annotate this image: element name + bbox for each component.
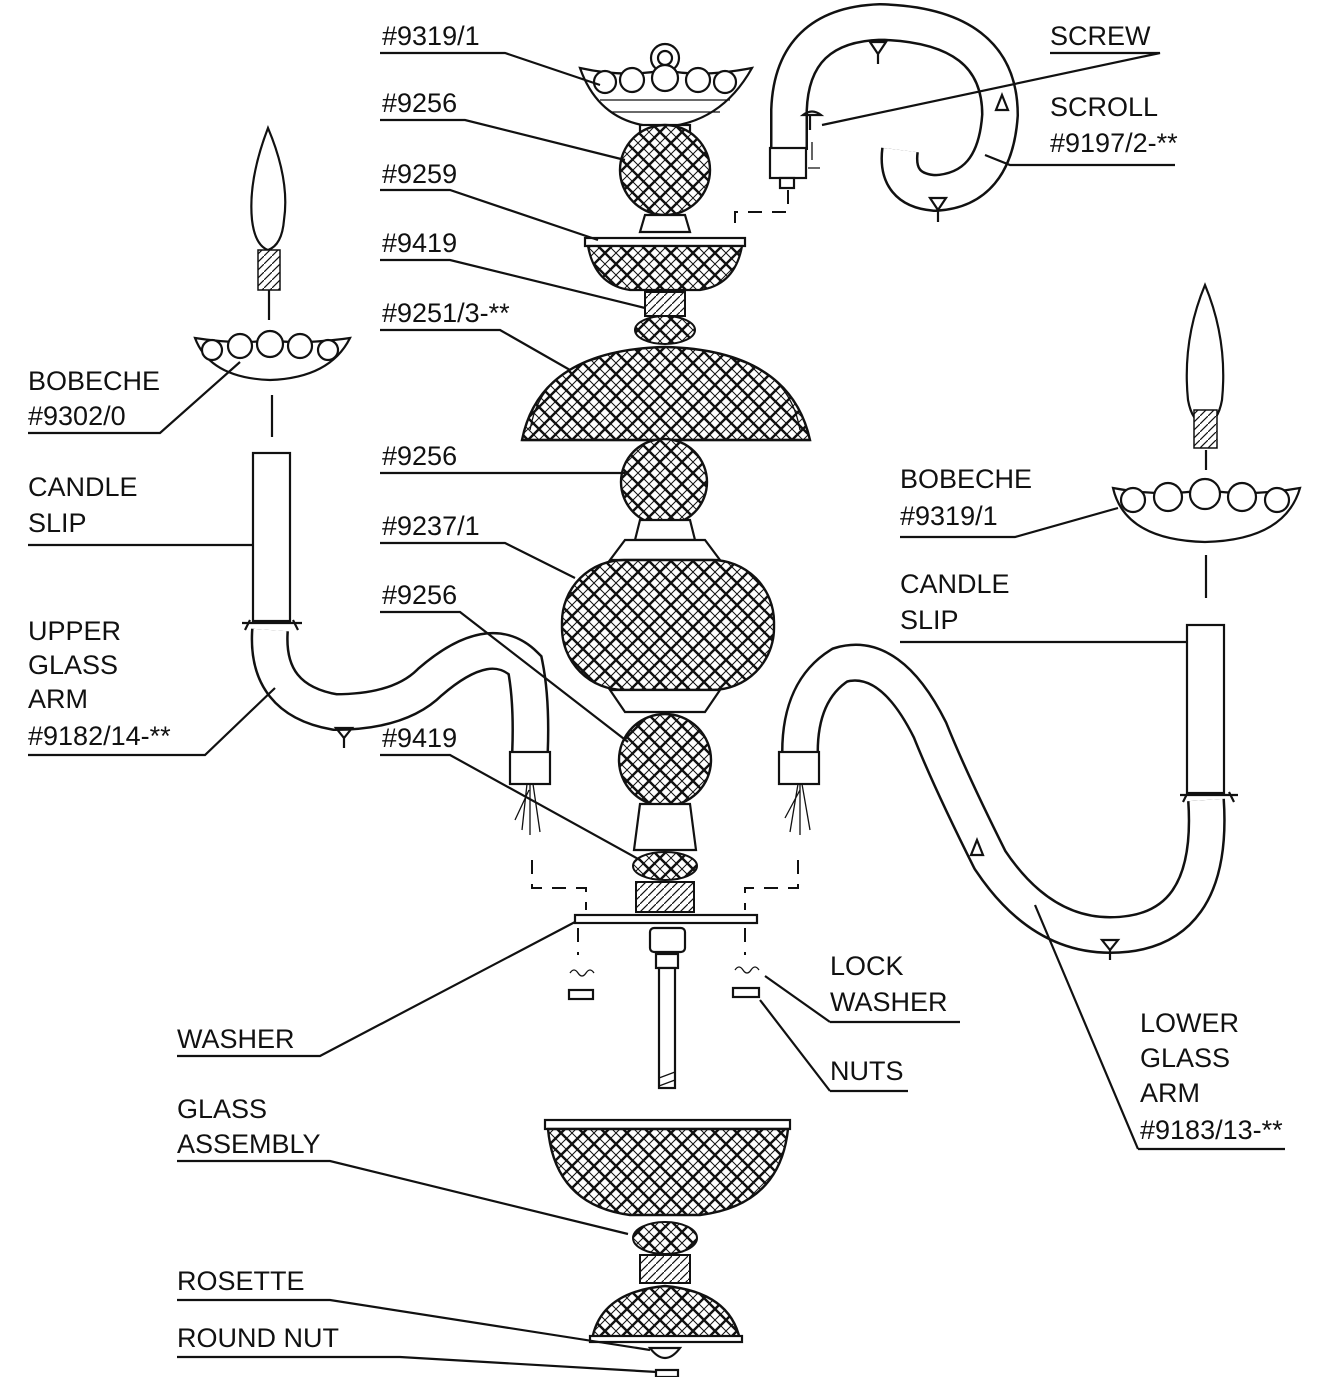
ball-9256-lower xyxy=(617,712,713,852)
label-9419-a: #9419 xyxy=(382,228,457,258)
body-9237 xyxy=(560,538,776,714)
label-bobeche-right-2: #9319/1 xyxy=(900,501,998,531)
label-candle-left-1: CANDLE xyxy=(28,472,138,502)
central-column xyxy=(520,42,812,1377)
label-upper-arm-4: #9182/14-** xyxy=(28,721,171,751)
label-bobeche-left-2: #9302/0 xyxy=(28,401,126,431)
label-lower-arm-3: ARM xyxy=(1140,1078,1200,1108)
label-bobeche-right-1: BOBECHE xyxy=(900,464,1032,494)
label-lower-arm-2: GLASS xyxy=(1140,1043,1230,1073)
label-upper-arm-2: GLASS xyxy=(28,650,118,680)
label-upper-arm-1: UPPER xyxy=(28,616,121,646)
label-candle-right-2: SLIP xyxy=(900,605,959,635)
label-washer: WASHER xyxy=(177,1024,295,1054)
ring-9419-lower xyxy=(632,851,698,913)
lock-washers-nuts xyxy=(567,966,761,1001)
label-9319-top: #9319/1 xyxy=(382,21,480,51)
label-lock-washer-2: WASHER xyxy=(830,987,948,1017)
label-rosette: ROSETTE xyxy=(177,1266,305,1296)
right-bobeche xyxy=(1111,477,1302,544)
dome-9251 xyxy=(520,345,812,442)
glass-assembly-part xyxy=(543,1118,792,1377)
washer-plate xyxy=(573,913,759,1090)
label-nuts: NUTS xyxy=(830,1056,904,1086)
label-glass-assembly-2: ASSEMBLY xyxy=(177,1129,321,1159)
label-9256-c: #9256 xyxy=(382,580,457,610)
label-9256-a: #9256 xyxy=(382,88,457,118)
label-candle-left-2: SLIP xyxy=(28,508,87,538)
ball-9256-middle xyxy=(619,437,709,542)
label-lower-arm-1: LOWER xyxy=(1140,1008,1239,1038)
label-scroll-1: SCROLL xyxy=(1050,92,1158,122)
top-bobeche-9319 xyxy=(578,42,755,135)
ball-9256-top xyxy=(618,123,712,234)
label-upper-arm-3: ARM xyxy=(28,684,88,714)
label-round-nut: ROUND NUT xyxy=(177,1323,339,1353)
left-bobeche xyxy=(193,329,352,382)
cup-9259 xyxy=(583,236,747,292)
ring-9419-top xyxy=(634,291,696,345)
label-9237: #9237/1 xyxy=(382,511,480,541)
labels: #9319/1 #9256 #9259 #9419 #9251/3-** #92… xyxy=(28,21,1283,1353)
label-candle-right-1: CANDLE xyxy=(900,569,1010,599)
label-9419-b: #9419 xyxy=(382,723,457,753)
upper-glass-arm-part xyxy=(193,125,587,955)
label-lower-arm-4: #9183/13-** xyxy=(1140,1115,1283,1145)
label-screw: SCREW xyxy=(1050,21,1151,51)
lower-glass-arm-part xyxy=(744,282,1302,960)
label-9251: #9251/3-** xyxy=(382,298,510,328)
label-bobeche-left-1: BOBECHE xyxy=(28,366,160,396)
leader-lines xyxy=(28,51,1285,1374)
label-lock-washer-1: LOCK xyxy=(830,951,904,981)
scroll-part xyxy=(734,2,1020,232)
label-glass-assembly-1: GLASS xyxy=(177,1094,267,1124)
label-9259: #9259 xyxy=(382,159,457,189)
label-9256-b: #9256 xyxy=(382,441,457,471)
label-scroll-2: #9197/2-** xyxy=(1050,128,1178,158)
